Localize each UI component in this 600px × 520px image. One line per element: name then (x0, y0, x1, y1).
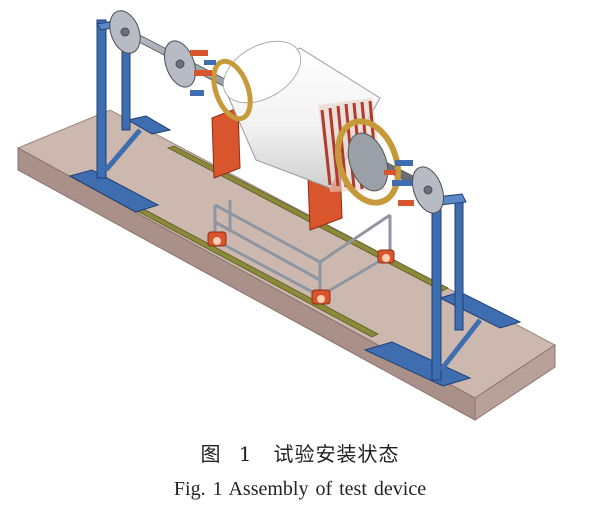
cart-wheels (207, 231, 395, 305)
right-actuators (384, 160, 414, 206)
right-gear-disc (411, 166, 445, 214)
right-flange-ring (335, 118, 401, 206)
left-flange-ring (211, 58, 253, 122)
base-platform (16, 109, 556, 421)
figure-caption-english: Fig. 1 Assembly of test device (173, 478, 427, 500)
base-right-side (474, 344, 556, 421)
test-device-illustration (16, 10, 556, 421)
left-gear-discs (109, 10, 197, 88)
figure-caption-chinese: 图 1 试验安装状态 (200, 442, 400, 466)
left-actuators (190, 50, 216, 96)
